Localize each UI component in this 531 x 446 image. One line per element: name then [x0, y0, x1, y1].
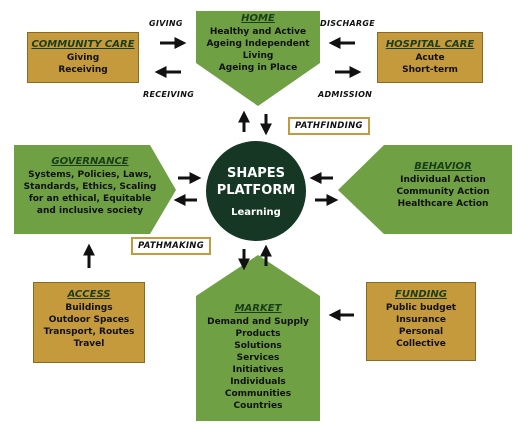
funding-box: FUNDING Public budget Insurance Personal… [366, 282, 476, 361]
receiving-label: RECEIVING [143, 90, 195, 99]
governance-shape [14, 145, 176, 234]
funding-title: FUNDING [395, 289, 447, 300]
hospital-care-box: HOSPITAL CARE Acute Short-term [377, 32, 483, 83]
market-line: Initiatives [232, 365, 284, 375]
funding-line: Public budget [385, 303, 457, 313]
home-line: Ageing in Place [218, 63, 298, 73]
home-line: Ageing Independent [206, 39, 310, 49]
behavior-line: Individual Action [400, 175, 486, 185]
behavior-title: BEHAVIOR [414, 161, 472, 172]
community-care-line: Receiving [58, 65, 108, 75]
home-line: Living [242, 51, 274, 61]
market-line: Demand and Supply [207, 317, 309, 327]
behavior-box: BEHAVIOR Individual Action Community Act… [376, 161, 510, 210]
shapes-platform-circle: SHAPES PLATFORM Learning [206, 141, 306, 241]
behavior-shape [338, 145, 512, 234]
market-line: Individuals [230, 377, 286, 387]
governance-box: GOVERNANCE Systems, Policies, Laws, Stan… [18, 156, 162, 217]
access-box: ACCESS Buildings Outdoor Spaces Transpor… [33, 282, 145, 363]
home-line: Healthy and Active [209, 27, 307, 37]
market-title: MARKET [234, 303, 282, 314]
access-line: Transport, Routes [43, 327, 135, 337]
governance-line: Standards, Ethics, Scaling [23, 182, 157, 192]
governance-title: GOVERNANCE [51, 156, 129, 167]
admission-label: ADMISSION [318, 90, 373, 99]
market-line: Services [236, 353, 280, 363]
discharge-label: DISCHARGE [320, 19, 376, 28]
hospital-care-title: HOSPITAL CARE [385, 39, 475, 50]
pathmaking-tag: PATHMAKING [131, 237, 212, 255]
funding-line: Collective [396, 339, 446, 349]
funding-line: Personal [398, 327, 444, 337]
access-line: Outdoor Spaces [48, 315, 130, 325]
market-line: Products [235, 329, 281, 339]
access-line: Travel [73, 339, 105, 349]
governance-line: Systems, Policies, Laws, [28, 170, 152, 180]
center-subtitle: Learning [231, 206, 281, 218]
community-care-line: Giving [66, 53, 100, 63]
giving-label: GIVING [149, 19, 183, 28]
pathfinding-tag: PATHFINDING [288, 117, 370, 135]
home-title: HOME [241, 13, 275, 24]
access-line: Buildings [65, 303, 113, 313]
governance-line: and inclusive society [36, 206, 144, 216]
hospital-care-line: Short-term [402, 65, 458, 75]
governance-line: for an ethical, Equitable [28, 194, 152, 204]
market-line: Solutions [234, 341, 282, 351]
behavior-line: Healthcare Action [397, 199, 489, 209]
funding-line: Insurance [396, 315, 446, 325]
market-line: Countries [233, 401, 283, 411]
home-box: HOME Healthy and Active Ageing Independe… [196, 13, 320, 74]
community-care-box: COMMUNITY CARE Giving Receiving [27, 32, 139, 83]
access-title: ACCESS [67, 289, 111, 300]
center-title-line1: SHAPES [226, 165, 286, 181]
market-shape [196, 255, 320, 421]
market-box: MARKET Demand and Supply Products Soluti… [196, 303, 320, 412]
center-title-line2: PLATFORM [216, 182, 296, 198]
market-line: Communities [224, 389, 292, 399]
community-care-title: COMMUNITY CARE [31, 39, 135, 50]
hospital-care-line: Acute [415, 53, 445, 63]
behavior-line: Community Action [396, 187, 490, 197]
home-shape [196, 11, 320, 106]
